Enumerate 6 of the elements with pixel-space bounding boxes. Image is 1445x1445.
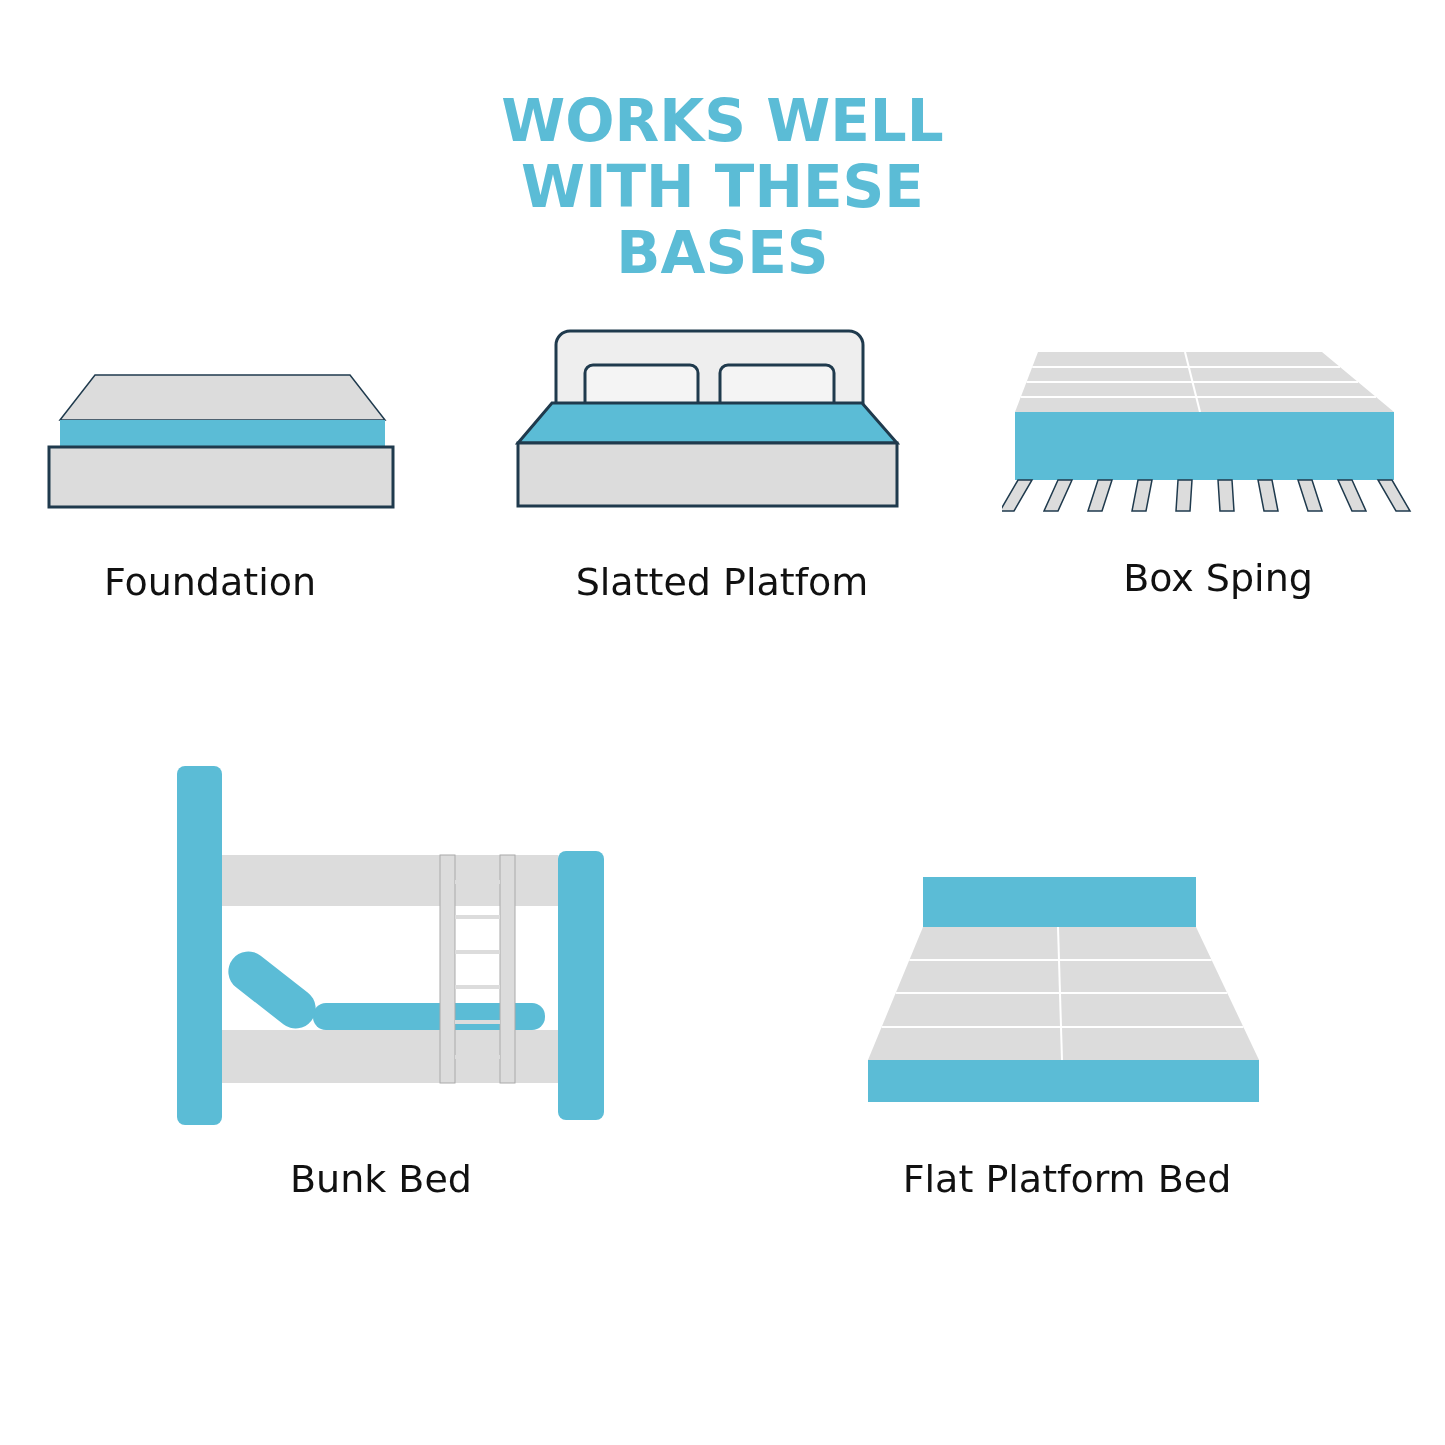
base-type-label: Bunk Bed [290, 1157, 472, 1201]
heading: WORKS WELL WITH THESE BASES [500, 88, 945, 286]
base-type-label: Foundation [103, 560, 317, 604]
base-type-label: Flat Platform Bed [902, 1157, 1232, 1201]
base-type-label: Slatted Platfom [575, 560, 869, 604]
base-type-label: Box Sping [1123, 556, 1313, 600]
